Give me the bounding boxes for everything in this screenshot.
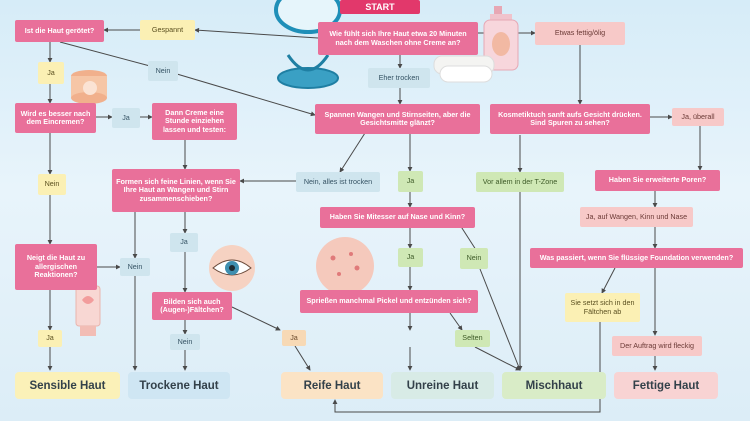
question-poren: Haben Sie erweiterte Poren? — [595, 170, 720, 191]
question-allergisch: Neigt die Haut zu allergischen Reaktione… — [15, 244, 97, 290]
answer-nein-4: Nein — [460, 248, 488, 269]
question-start: Wie fühlt sich Ihre Haut etwa 20 Minuten… — [318, 22, 478, 55]
answer-ja-7: Ja — [282, 330, 306, 346]
answer-nein-3: Nein — [120, 258, 150, 276]
result-trockene-haut: Trockene Haut — [128, 372, 230, 399]
towel-and-bottle-illustration — [433, 6, 519, 83]
question-geroetet: Ist die Haut gerötet? — [15, 20, 104, 42]
answer-setzt-sich: Sie setzt sich in den Fältchen ab — [565, 293, 640, 322]
result-reife-haut: Reife Haut — [281, 372, 383, 399]
answer-ja-2: Ja — [112, 108, 140, 128]
answer-fettig: Etwas fettig/ölig — [535, 22, 625, 45]
cream-jar-illustration — [71, 70, 107, 104]
skin-with-pimples-illustration — [316, 237, 374, 295]
answer-auftrag-fleckig: Der Auftrag wird fleckig — [612, 336, 702, 356]
answer-nein-1: Nein — [148, 61, 178, 81]
answer-ja-1: Ja — [38, 62, 64, 84]
answer-ja-5: Ja — [398, 248, 423, 267]
eye-wrinkles-illustration — [209, 245, 255, 291]
question-mitesser: Haben Sie Mitesser auf Nase und Kinn? — [320, 207, 475, 228]
answer-t-zone: Vor allem in der T-Zone — [476, 172, 564, 192]
answer-ja-wangen-kinn-nase: Ja, auf Wangen, Kinn und Nase — [580, 207, 693, 227]
question-eincremen: Wird es besser nach dem Eincremen? — [15, 103, 96, 133]
question-creme-stunde: Dann Creme eine Stunde einziehen lassen … — [152, 103, 237, 140]
answer-ja-ueberall: Ja, überall — [672, 108, 724, 126]
answer-gespannt: Gespannt — [140, 20, 195, 40]
answer-nein-5: Nein — [170, 334, 200, 350]
result-unreine-haut: Unreine Haut — [391, 372, 494, 399]
answer-ja-4: Ja — [170, 233, 198, 252]
answer-nein-alles-trocken: Nein, alles ist trocken — [296, 172, 380, 192]
answer-ja-3: Ja — [398, 171, 423, 192]
question-foundation: Was passiert, wenn Sie flüssige Foundati… — [530, 248, 743, 268]
start-label: START — [365, 1, 395, 12]
question-spannen: Spannen Wangen und Stirnseiten, aber die… — [315, 104, 480, 134]
question-faeltchen: Bilden sich auch (Augen-)Fältchen? — [152, 292, 232, 320]
answer-selten: Selten — [455, 330, 490, 347]
start-banner — [340, 0, 420, 14]
answer-eher-trocken: Eher trocken — [368, 68, 430, 88]
result-mischhaut: Mischhaut — [502, 372, 606, 399]
question-linien: Formen sich feine Linien, wenn Sie Ihre … — [112, 169, 240, 212]
answer-ja-6: Ja — [38, 330, 62, 347]
result-sensible-haut: Sensible Haut — [15, 372, 120, 399]
question-pickel: Sprießen manchmal Pickel und entzünden s… — [300, 290, 478, 313]
result-fettige-haut: Fettige Haut — [614, 372, 718, 399]
cream-tube-illustration — [75, 285, 101, 336]
question-kosmetiktuch: Kosmetiktuch sanft aufs Gesicht drücken.… — [490, 104, 650, 134]
answer-nein-2: Nein — [38, 174, 66, 195]
